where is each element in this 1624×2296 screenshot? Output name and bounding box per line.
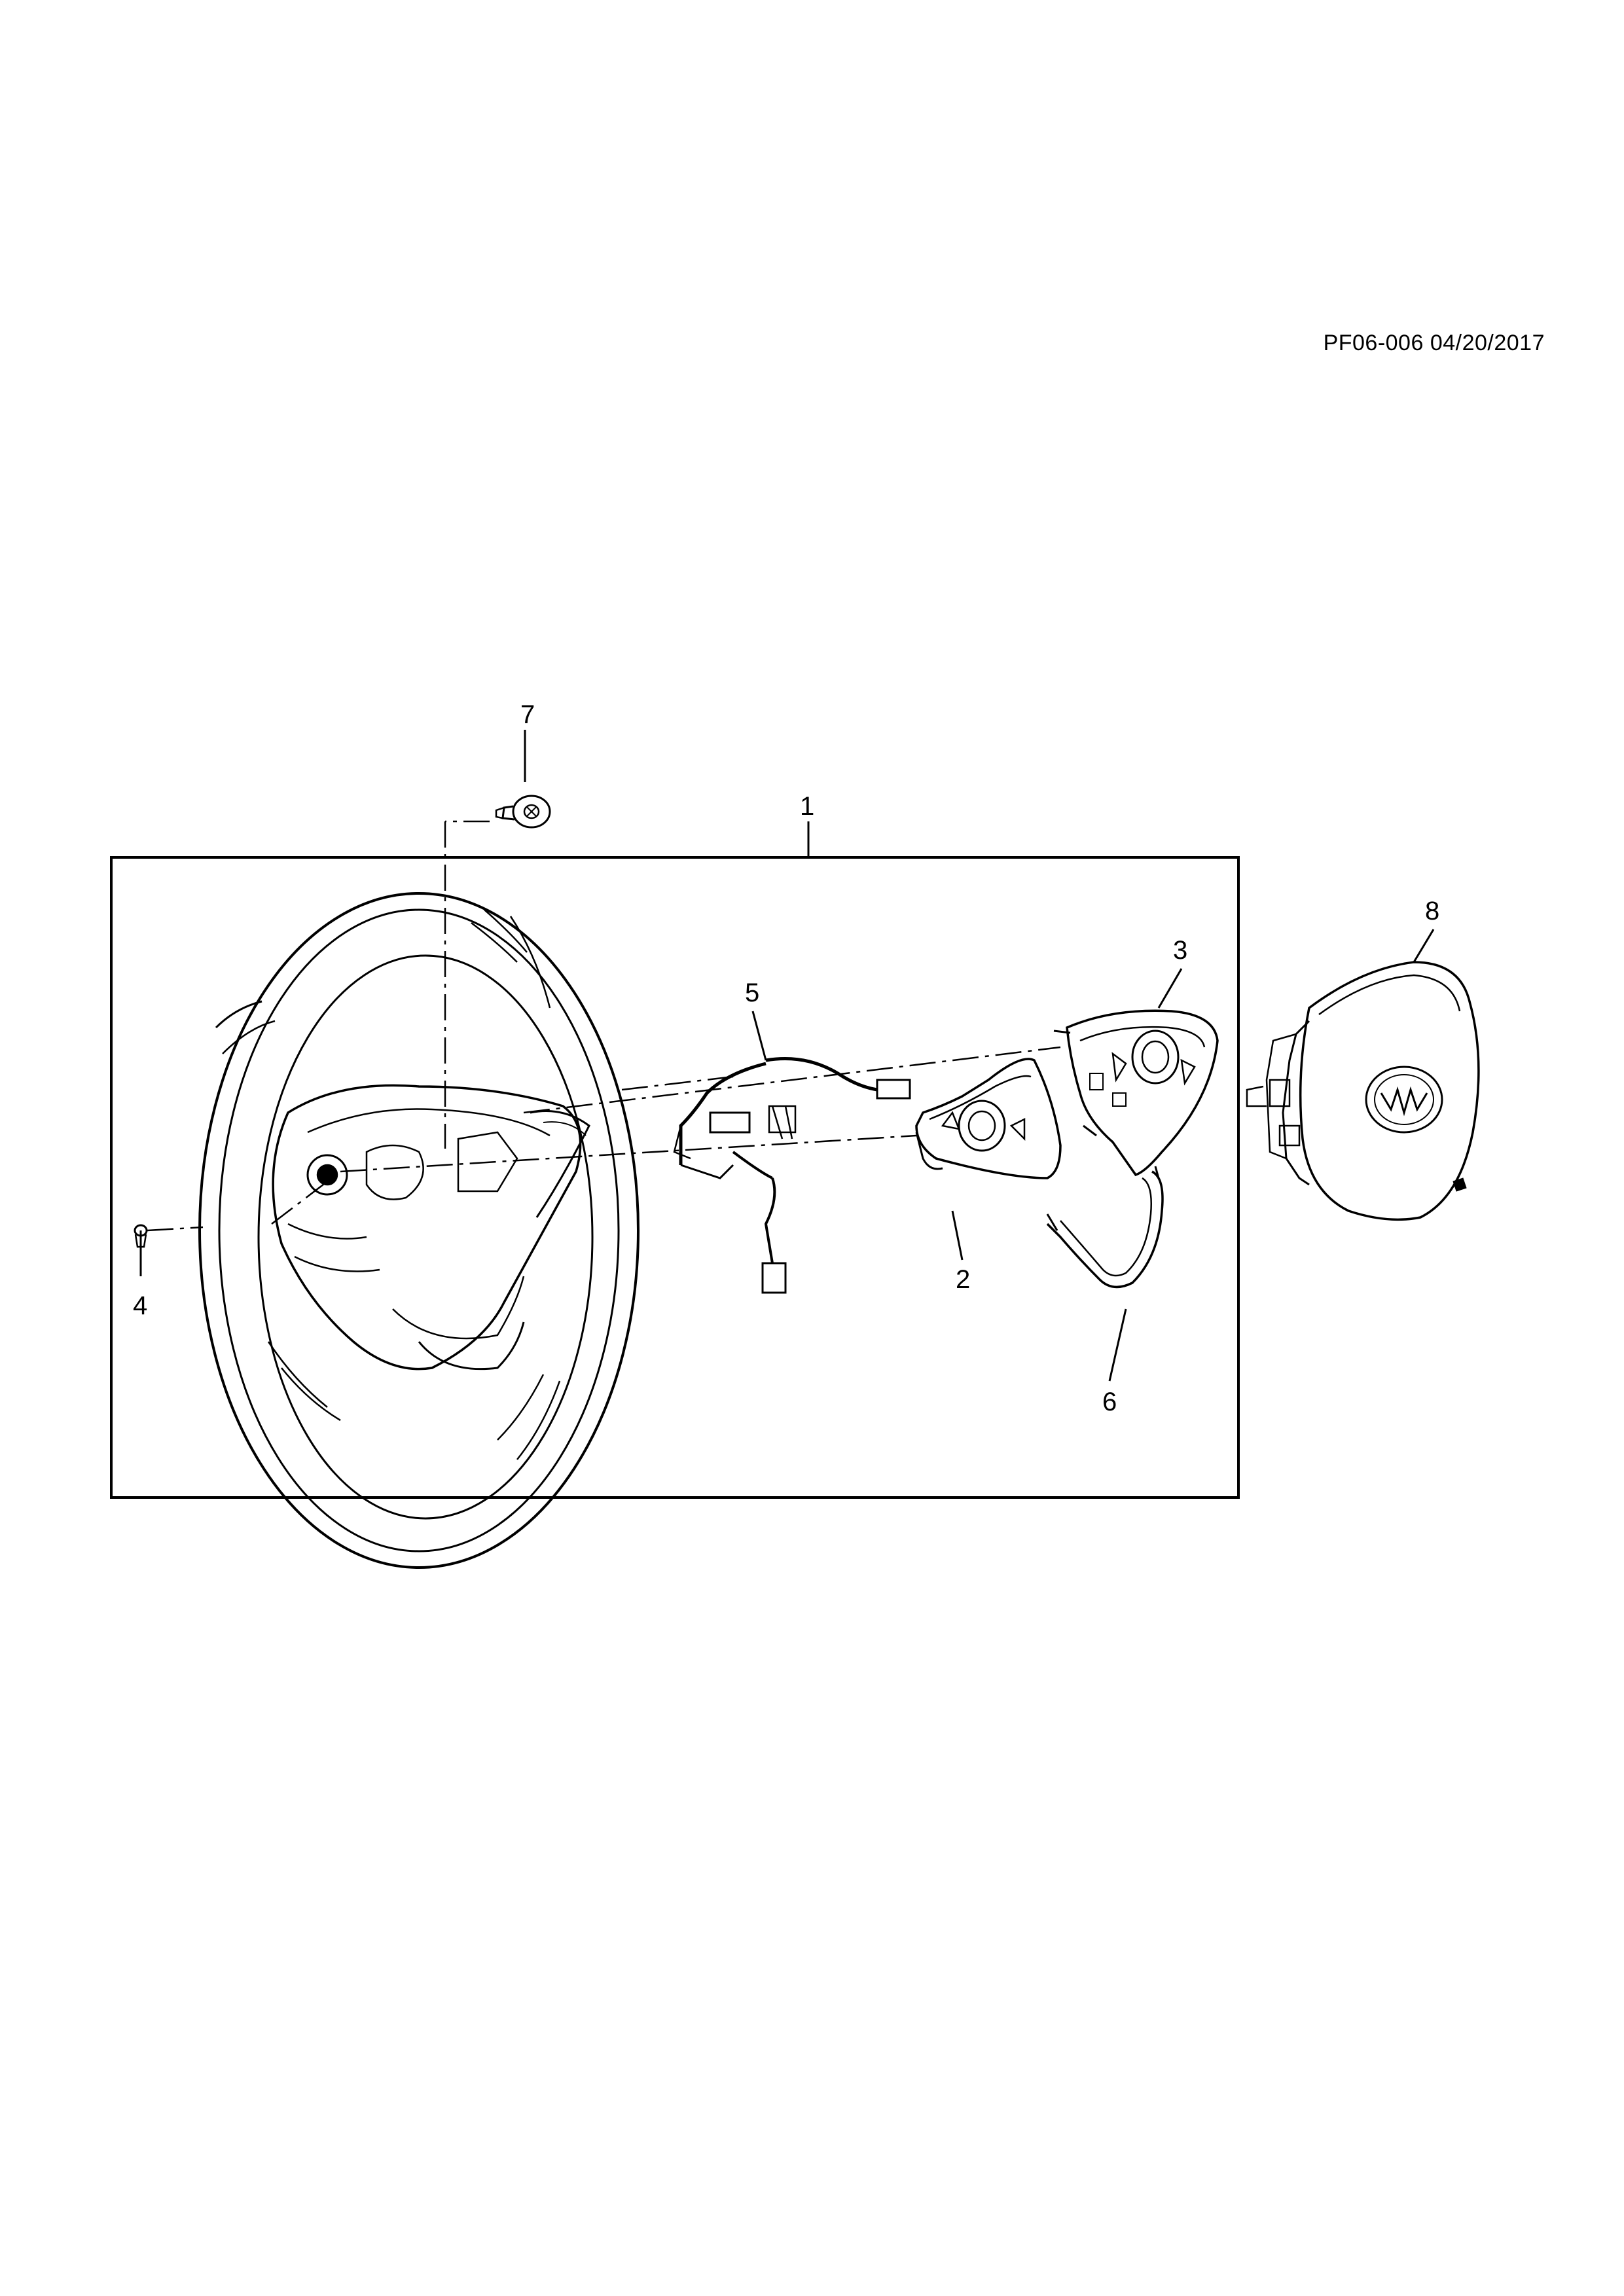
callout-4: 4 xyxy=(133,1291,147,1320)
trim-strip-part-6 xyxy=(1046,1166,1164,1289)
callout-3: 3 xyxy=(1173,936,1187,965)
airbag-module-part-8 xyxy=(1246,961,1480,1221)
callout-7: 7 xyxy=(520,700,535,729)
leader-2 xyxy=(951,1210,964,1261)
leader-5 xyxy=(751,1011,767,1061)
switch-bezel-part-2 xyxy=(915,1058,1062,1179)
leader-6 xyxy=(1108,1308,1127,1382)
assembly-centerlines xyxy=(147,820,1061,1232)
assembly-frame xyxy=(110,856,1240,1499)
callout-1: 1 xyxy=(800,792,814,821)
callout-6: 6 xyxy=(1102,1388,1117,1416)
screw-part-7 xyxy=(495,795,551,829)
leader-3 xyxy=(1157,968,1183,1009)
screw-part-4 xyxy=(134,1224,148,1248)
switch-bezel-part-3 xyxy=(1053,1009,1219,1177)
callout-5: 5 xyxy=(745,978,759,1007)
emblem-shape xyxy=(1365,1066,1443,1134)
wiring-harness-part-5 xyxy=(673,1057,911,1294)
document-code: PF06-006 04/20/2017 xyxy=(1323,331,1545,355)
callout-8: 8 xyxy=(1425,897,1439,925)
steering-wheel-part-1 xyxy=(198,892,640,1569)
callout-2: 2 xyxy=(956,1265,970,1294)
leader-8 xyxy=(1413,929,1435,963)
